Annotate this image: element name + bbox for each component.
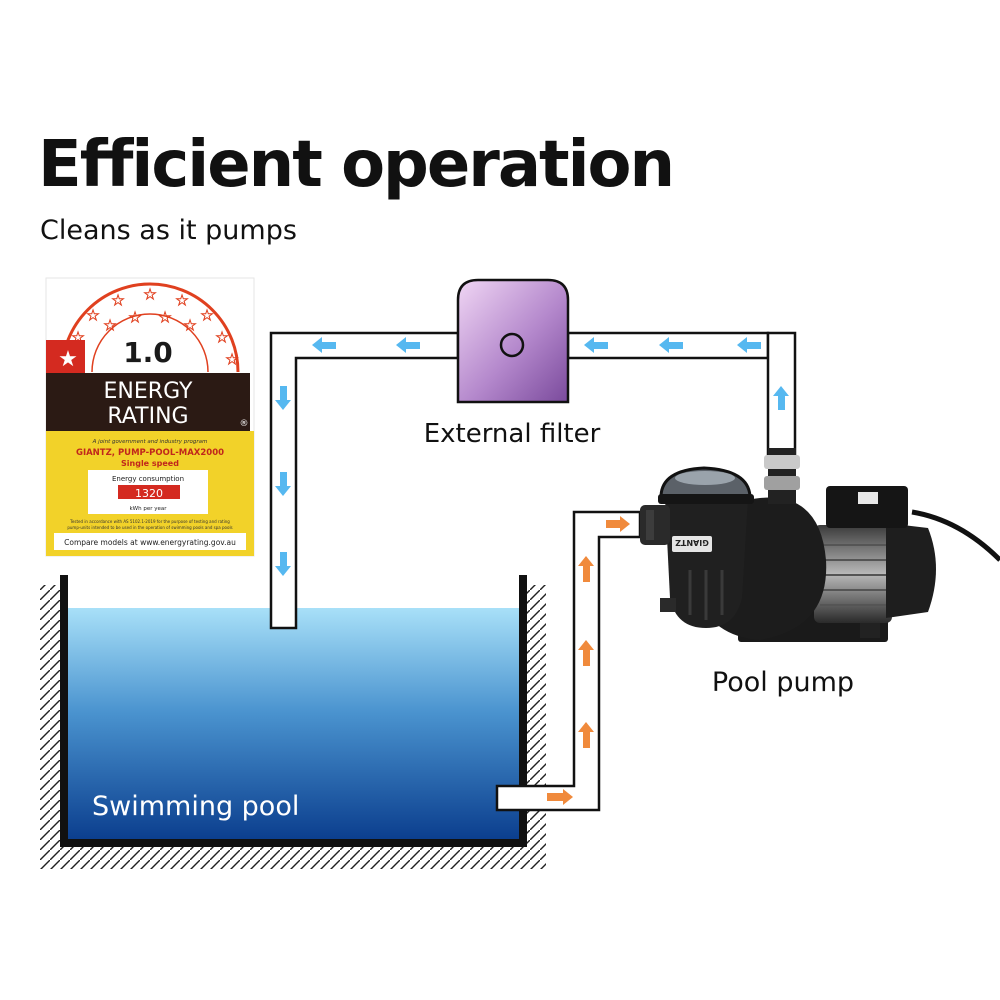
arrow-down-icon [275,552,291,576]
pool-pump: GIANTZ Pool pump [640,448,1000,698]
consumption-value: 1320 [135,487,163,500]
pump-label: Pool pump [712,667,854,698]
svg-text:★: ★ [184,318,197,334]
energy-rating-label: ★ ★ ★ ★ ★ ★ ★ ★ ★ ★ ★ ★ ★ 1.0 ENERGY RAT… [45,277,255,557]
pump-brand-label: GIANTZ [675,538,709,547]
svg-text:★: ★ [129,310,142,326]
fine-print-1: Tested in accordance with AS 5102.1-2019… [69,519,230,524]
arrow-right-icon [547,789,573,805]
external-filter: External filter [424,278,601,449]
return-flow-arrows [275,337,789,576]
arrow-left-icon [584,337,608,353]
arrow-left-icon [659,337,683,353]
arrow-left-icon [396,337,420,353]
model-text: GIANTZ, PUMP-POOL-MAX2000 [76,448,224,458]
filled-star-icon: ★ [58,347,78,372]
ground-hatching [40,585,546,869]
arrow-up-icon [773,386,789,410]
speed-text: Single speed [121,459,179,468]
rating-text: RATING [107,404,188,429]
consumption-unit: kWh per year [129,506,167,512]
arrow-up-icon [578,556,594,582]
arrow-down-icon [275,386,291,410]
svg-text:★: ★ [112,293,125,309]
page-title: Efficient operation [38,128,675,202]
svg-text:★: ★ [104,318,117,334]
program-text: A joint government and industry program [92,439,208,445]
energy-text: ENERGY [104,379,193,404]
svg-text:★: ★ [144,287,157,303]
svg-text:★: ★ [201,308,214,324]
filter-port-icon [499,332,525,358]
svg-text:★: ★ [226,352,239,368]
svg-text:★: ★ [176,293,189,309]
registered-mark: ® [240,419,249,429]
arrow-up-icon [578,722,594,748]
compare-text: Compare models at www.energyrating.gov.a… [64,538,236,547]
arrow-left-icon [737,337,761,353]
arrow-left-icon [312,337,336,353]
filter-label: External filter [424,419,601,449]
arrow-right-icon [606,516,630,532]
star-rating-icon: ★ ★ ★ ★ ★ ★ ★ ★ ★ ★ ★ ★ [71,287,239,369]
svg-text:★: ★ [87,308,100,324]
pool-label: Swimming pool [92,791,299,822]
svg-text:★: ★ [159,310,172,326]
page-subtitle: Cleans as it pumps [40,215,297,246]
fine-print-2: pump-units intended to be used in the op… [67,525,232,530]
power-cord [911,509,1000,562]
arrow-up-icon [578,640,594,666]
arrow-down-icon [275,472,291,496]
consumption-label: Energy consumption [112,475,184,483]
suction-flow-arrows [547,516,630,805]
rating-value: 1.0 [123,336,173,369]
swimming-pool: Swimming pool [60,575,527,847]
svg-text:★: ★ [216,330,229,346]
